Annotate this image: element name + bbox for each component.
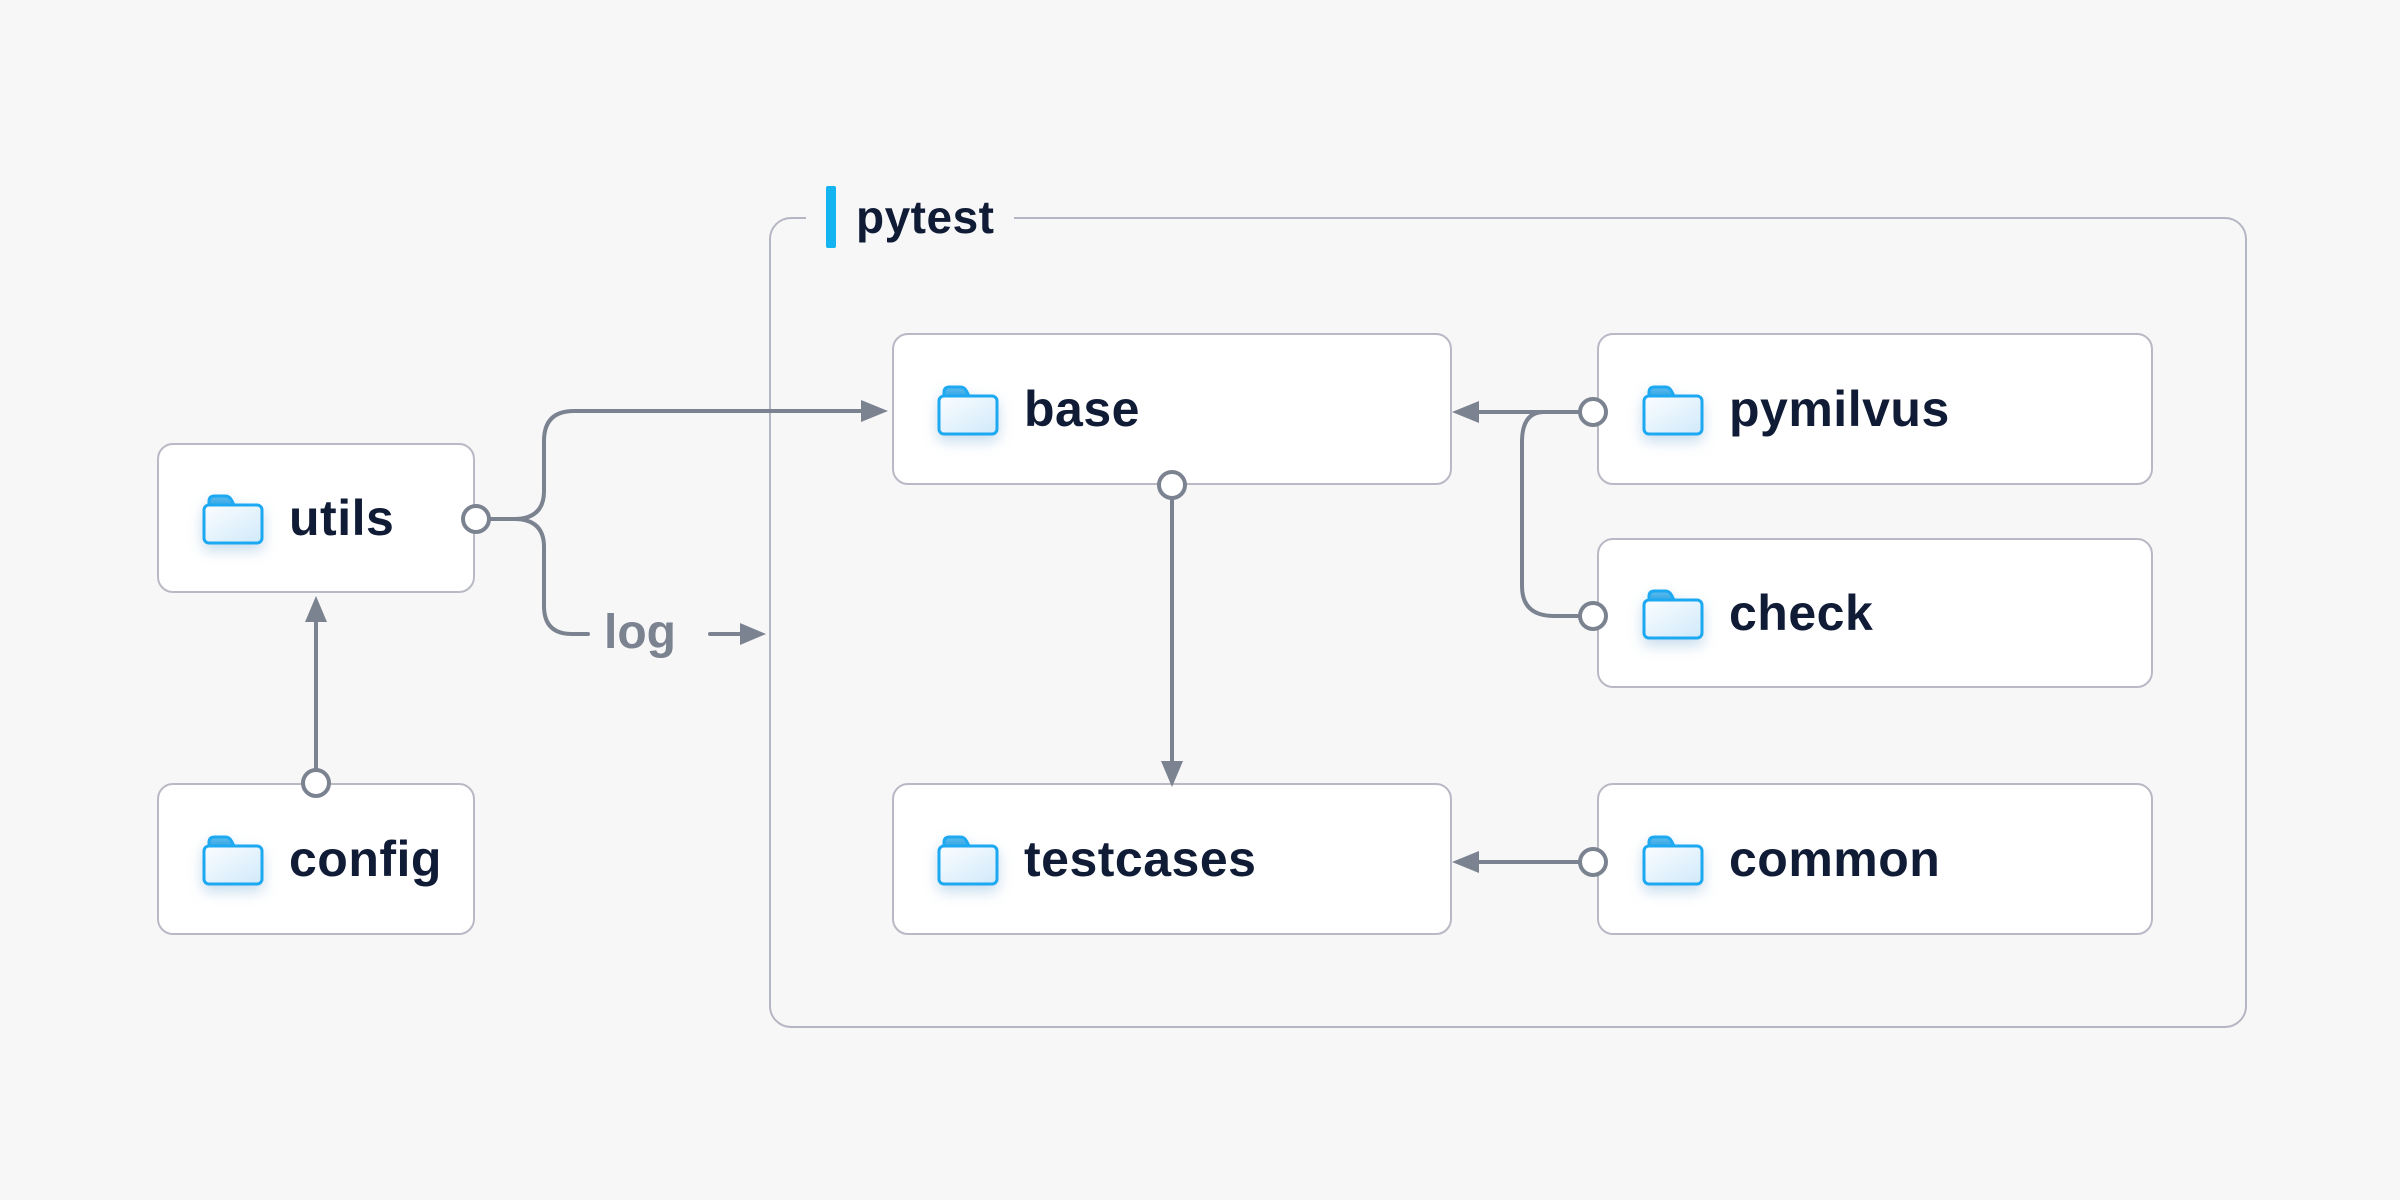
node-label: config <box>289 831 442 887</box>
group-title: pytest <box>856 191 995 243</box>
node-testcases: testcases <box>892 783 1452 935</box>
accent-bar <box>826 186 836 248</box>
node-label: base <box>1024 381 1140 437</box>
node-label: common <box>1729 831 1941 887</box>
edge-label-log: log <box>604 606 676 659</box>
group-pytest-label: pytest <box>806 182 1015 252</box>
folder-icon <box>937 385 999 436</box>
node-label: check <box>1729 585 1874 641</box>
node-config: config <box>157 783 475 935</box>
node-check: check <box>1597 538 2153 688</box>
node-pymilvus: pymilvus <box>1597 333 2153 485</box>
node-base: base <box>892 333 1452 485</box>
folder-icon <box>202 835 264 886</box>
folder-icon <box>937 835 999 886</box>
folder-icon <box>202 494 264 545</box>
node-common: common <box>1597 783 2153 935</box>
node-label: utils <box>289 490 395 546</box>
node-label: pymilvus <box>1729 381 1950 437</box>
arrowhead-log <box>740 623 766 645</box>
group-pytest <box>769 217 2247 1028</box>
folder-icon <box>1642 385 1704 436</box>
arrowhead-into-utils <box>305 596 327 622</box>
node-label: testcases <box>1024 831 1257 887</box>
node-utils: utils <box>157 443 475 593</box>
edge-utils-to-log <box>512 517 590 636</box>
folder-icon <box>1642 589 1704 640</box>
folder-icon <box>1642 835 1704 886</box>
